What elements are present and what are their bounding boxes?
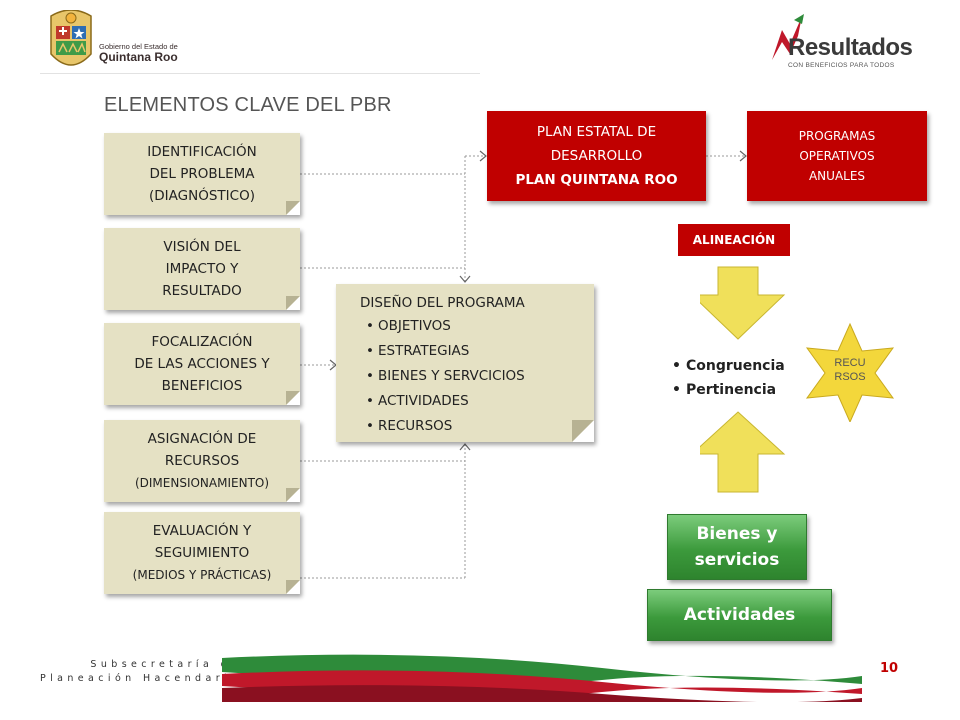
arrowhead-design-bottom (459, 443, 471, 451)
recursos-star: RECU RSOS (800, 322, 900, 422)
folded-corner-shadow (286, 580, 300, 594)
box-identificacion-line3: (DIAGNÓSTICO) (149, 188, 255, 204)
folded-corner-shadow (286, 391, 300, 405)
programas-line1: PROGRAMAS (798, 129, 876, 143)
programas-line3: ANUALES (808, 169, 866, 183)
government-name-line1: Gobierno del Estado de (99, 42, 178, 51)
box-programas-operativos: PROGRAMAS OPERATIVOS ANUALES (747, 111, 927, 201)
box-asignacion-line2: RECURSOS (164, 453, 240, 469)
coat-of-arms-icon (50, 10, 92, 66)
footer-line2: Planeación Hacendaria (40, 673, 242, 684)
box-asignacion: ASIGNACIÓN DE RECURSOS (DIMENSIONAMIENTO… (104, 420, 300, 502)
arrowhead-plan (479, 150, 487, 162)
criteria-congruencia: Congruencia (672, 354, 785, 378)
bienes-line2: servicios (694, 550, 780, 570)
plan-line3: PLAN QUINTANA ROO (515, 172, 678, 188)
government-logo: Gobierno del Estado de Quintana Roo (45, 10, 210, 76)
criteria-pertinencia: Pertinencia (672, 378, 785, 402)
box-identificacion-line2: DEL PROBLEMA (149, 166, 255, 182)
box-vision-line3: RESULTADO (162, 283, 242, 299)
box-focalizacion-line2: DE LAS ACCIONES Y (134, 356, 270, 372)
box-focalizacion-line3: BENEFICIOS (161, 378, 243, 394)
six-point-star-icon (805, 322, 895, 422)
plan-line2: DESARROLLO (550, 148, 643, 164)
box-identificacion-line1: IDENTIFICACIÓN (147, 144, 257, 160)
plan-line1: PLAN ESTATAL DE (536, 124, 657, 140)
box-identificacion: IDENTIFICACIÓN DEL PROBLEMA (DIAGNÓSTICO… (104, 133, 300, 215)
actividades-label: Actividades (683, 605, 796, 625)
page-title: ELEMENTOS CLAVE DEL PBR (104, 94, 392, 116)
header-rule-left (40, 73, 480, 74)
design-item-estrategias: ESTRATEGIAS (366, 339, 525, 364)
box-focalizacion-line1: FOCALIZACIÓN (151, 334, 253, 350)
folded-corner-shadow (286, 201, 300, 215)
design-item-bienes: BIENES Y SERVCICIOS (366, 364, 525, 389)
box-asignacion-line3: (DIMENSIONAMIENTO) (134, 476, 270, 490)
arrow-down-icon (700, 266, 786, 340)
design-item-actividades: ACTIVIDADES (366, 389, 525, 414)
resultados-logo: Resultados CON BENEFICIOS PARA TODOS (766, 12, 916, 74)
box-evaluacion: EVALUACIÓN Y SEGUIMIENTO (MEDIOS Y PRÁCT… (104, 512, 300, 594)
resultados-subtitle: CON BENEFICIOS PARA TODOS (788, 62, 895, 69)
star-label-line2: RSOS (834, 371, 866, 383)
box-evaluacion-line3: (MEDIOS Y PRÁCTICAS) (132, 568, 272, 582)
arrowhead-programas (739, 150, 747, 162)
star-label-line1: RECU (834, 357, 866, 369)
actividades-block: Actividades (647, 589, 832, 641)
box-vision-line2: IMPACTO Y (165, 261, 239, 277)
folded-corner-shadow (286, 488, 300, 502)
footer-line1: Subsecretaría de (90, 659, 242, 670)
arrow-up-icon (700, 411, 786, 493)
box-evaluacion-line2: SEGUIMIENTO (154, 545, 250, 561)
box-diseno-programa: DISEÑO DEL PROGRAMA OBJETIVOS ESTRATEGIA… (336, 284, 594, 442)
bienes-servicios-block: Bienes y servicios (667, 514, 807, 580)
alignment-criteria-list: Congruencia Pertinencia (672, 354, 785, 402)
footer-ribbon-decoration (222, 654, 862, 702)
government-name: Gobierno del Estado de Quintana Roo (99, 42, 178, 65)
folded-corner-shadow (572, 420, 594, 442)
page-number: 10 (880, 661, 899, 676)
box-evaluacion-line1: EVALUACIÓN Y (152, 523, 252, 539)
government-name-line2: Quintana Roo (99, 50, 178, 65)
design-item-recursos: RECURSOS (366, 414, 525, 439)
box-vision: VISIÓN DEL IMPACTO Y RESULTADO (104, 228, 300, 310)
arrowhead-design-top (459, 275, 471, 283)
footer-subsecretaria: Subsecretaría de Planeación Hacendaria (40, 658, 241, 686)
box-plan-estatal: PLAN ESTATAL DE DESARROLLO PLAN QUINTANA… (487, 111, 706, 201)
design-item-objetivos: OBJETIVOS (366, 314, 525, 339)
resultados-title: Resultados (788, 34, 913, 61)
resultados-swoosh-icon (772, 14, 804, 60)
star-label: RECU RSOS (800, 356, 900, 384)
alineacion-label: ALINEACIÓN (678, 224, 790, 256)
box-asignacion-line1: ASIGNACIÓN DE (147, 431, 257, 447)
bienes-line1: Bienes y (696, 524, 778, 544)
box-focalizacion: FOCALIZACIÓN DE LAS ACCIONES Y BENEFICIO… (104, 323, 300, 405)
folded-corner-shadow (286, 296, 300, 310)
programas-line2: OPERATIVOS (799, 149, 875, 163)
box-vision-line1: VISIÓN DEL (163, 239, 241, 255)
design-heading: DISEÑO DEL PROGRAMA (360, 295, 525, 311)
design-list: OBJETIVOS ESTRATEGIAS BIENES Y SERVCICIO… (366, 314, 525, 439)
